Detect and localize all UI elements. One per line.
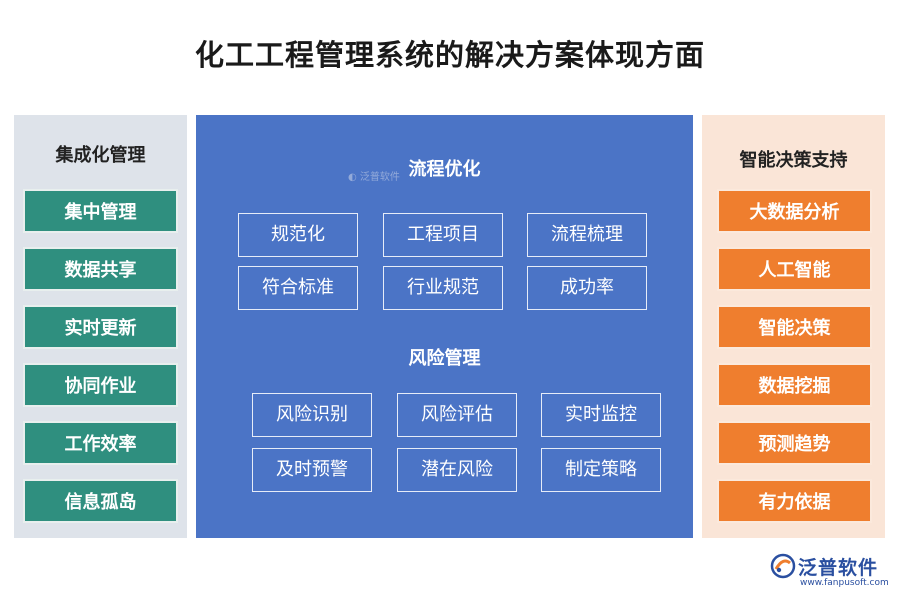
right-item: 智能决策 bbox=[717, 305, 872, 349]
right-item: 人工智能 bbox=[717, 247, 872, 291]
process-item: 规范化 bbox=[238, 213, 358, 257]
page-title: 化工工程管理系统的解决方案体现方面 bbox=[194, 38, 705, 72]
process-item: 行业规范 bbox=[383, 266, 503, 310]
logo-name: 泛普软件 bbox=[798, 557, 879, 579]
left-item: 集中管理 bbox=[23, 189, 178, 233]
risk-item: 制定策略 bbox=[541, 448, 661, 492]
right-item: 有力依据 bbox=[717, 479, 872, 523]
center-panel: 流程优化 规范化 工程项目 流程梳理 符合标准 行业规范 成功率 风险管理 风险… bbox=[196, 115, 693, 538]
left-item: 工作效率 bbox=[23, 421, 178, 465]
process-item: 成功率 bbox=[527, 266, 647, 310]
watermark-logo: ◐ 泛普软件 bbox=[348, 168, 400, 183]
logo-url: www.fanpusoft.com bbox=[800, 578, 889, 588]
right-item: 数据挖掘 bbox=[717, 363, 872, 407]
fanpu-logo-icon bbox=[770, 553, 796, 579]
integrated-management-panel: 集成化管理 集中管理 数据共享 实时更新 协同作业 工作效率 信息孤岛 bbox=[14, 115, 187, 538]
risk-item: 风险评估 bbox=[397, 393, 517, 437]
brand-logo: 泛普软件 www.fanpusoft.com bbox=[770, 553, 895, 593]
left-item: 信息孤岛 bbox=[23, 479, 178, 523]
risk-item: 及时预警 bbox=[252, 448, 372, 492]
risk-item: 潜在风险 bbox=[397, 448, 517, 492]
right-item: 大数据分析 bbox=[717, 189, 872, 233]
process-optimization-heading: 流程优化 bbox=[408, 159, 481, 180]
watermark-text: 泛普软件 bbox=[359, 172, 400, 183]
left-item: 协同作业 bbox=[23, 363, 178, 407]
process-item: 符合标准 bbox=[238, 266, 358, 310]
left-panel-title: 集成化管理 bbox=[55, 145, 146, 166]
process-item: 工程项目 bbox=[383, 213, 503, 257]
watermark-icon: ◐ bbox=[348, 172, 357, 183]
left-item: 数据共享 bbox=[23, 247, 178, 291]
risk-item: 风险识别 bbox=[252, 393, 372, 437]
risk-item: 实时监控 bbox=[541, 393, 661, 437]
right-panel-title: 智能决策支持 bbox=[739, 150, 848, 171]
intelligent-decision-panel: 智能决策支持 大数据分析 人工智能 智能决策 数据挖掘 预测趋势 有力依据 bbox=[702, 115, 885, 538]
left-item: 实时更新 bbox=[23, 305, 178, 349]
risk-management-heading: 风险管理 bbox=[408, 348, 481, 369]
right-item: 预测趋势 bbox=[717, 421, 872, 465]
process-item: 流程梳理 bbox=[527, 213, 647, 257]
